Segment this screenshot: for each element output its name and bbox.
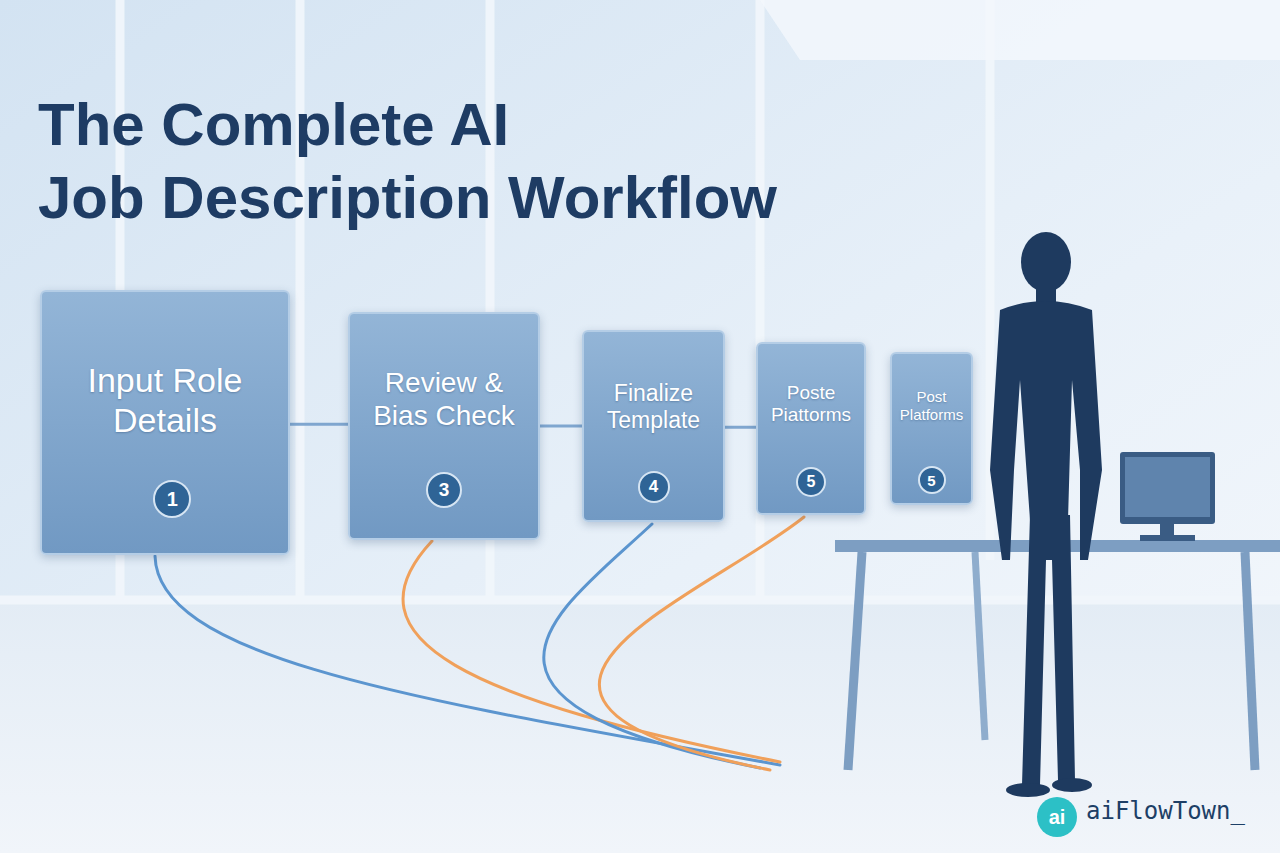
connector-line: [725, 426, 756, 429]
person-silhouette: [990, 232, 1102, 797]
node-text: ai: [1049, 806, 1066, 829]
step-number-badge: 5: [918, 466, 946, 494]
process-box: Input Role Details 1: [40, 290, 290, 555]
node-text: Input Role Details: [48, 360, 282, 440]
logo-circle: ai: [1037, 797, 1077, 837]
floor: [0, 600, 1280, 853]
process-box: Poste Piattorms 5: [756, 342, 866, 515]
step-number-badge: 4: [638, 471, 670, 503]
node-text: Finalize Template: [590, 380, 717, 434]
node-text: Post Platforms: [898, 388, 965, 423]
step-number-badge: 5: [796, 467, 826, 497]
step-number-badge: 1: [153, 480, 191, 518]
connector-line: [540, 425, 582, 428]
process-box: Finalize Template 4: [582, 330, 725, 522]
node-text: 1: [167, 488, 178, 511]
node-text: 5: [927, 472, 935, 489]
node-text: Poste Piattorms: [764, 382, 858, 427]
node-text: 3: [439, 479, 450, 501]
node-text: Review & Bias Check: [356, 366, 532, 432]
node-text: 4: [649, 477, 658, 497]
ceiling: [760, 0, 1280, 60]
process-box: Review & Bias Check 3: [348, 312, 540, 540]
monitor: [1120, 452, 1215, 541]
page-title: The Complete AI Job Description Workflow: [38, 88, 777, 234]
node-text: 5: [807, 473, 816, 491]
process-box: Post Platforms 5: [890, 352, 973, 505]
step-number-badge: 3: [426, 472, 462, 508]
watermark: aiFlowTown_: [1086, 797, 1245, 825]
window-frames: [0, 0, 1280, 600]
connector-line: [290, 423, 348, 426]
